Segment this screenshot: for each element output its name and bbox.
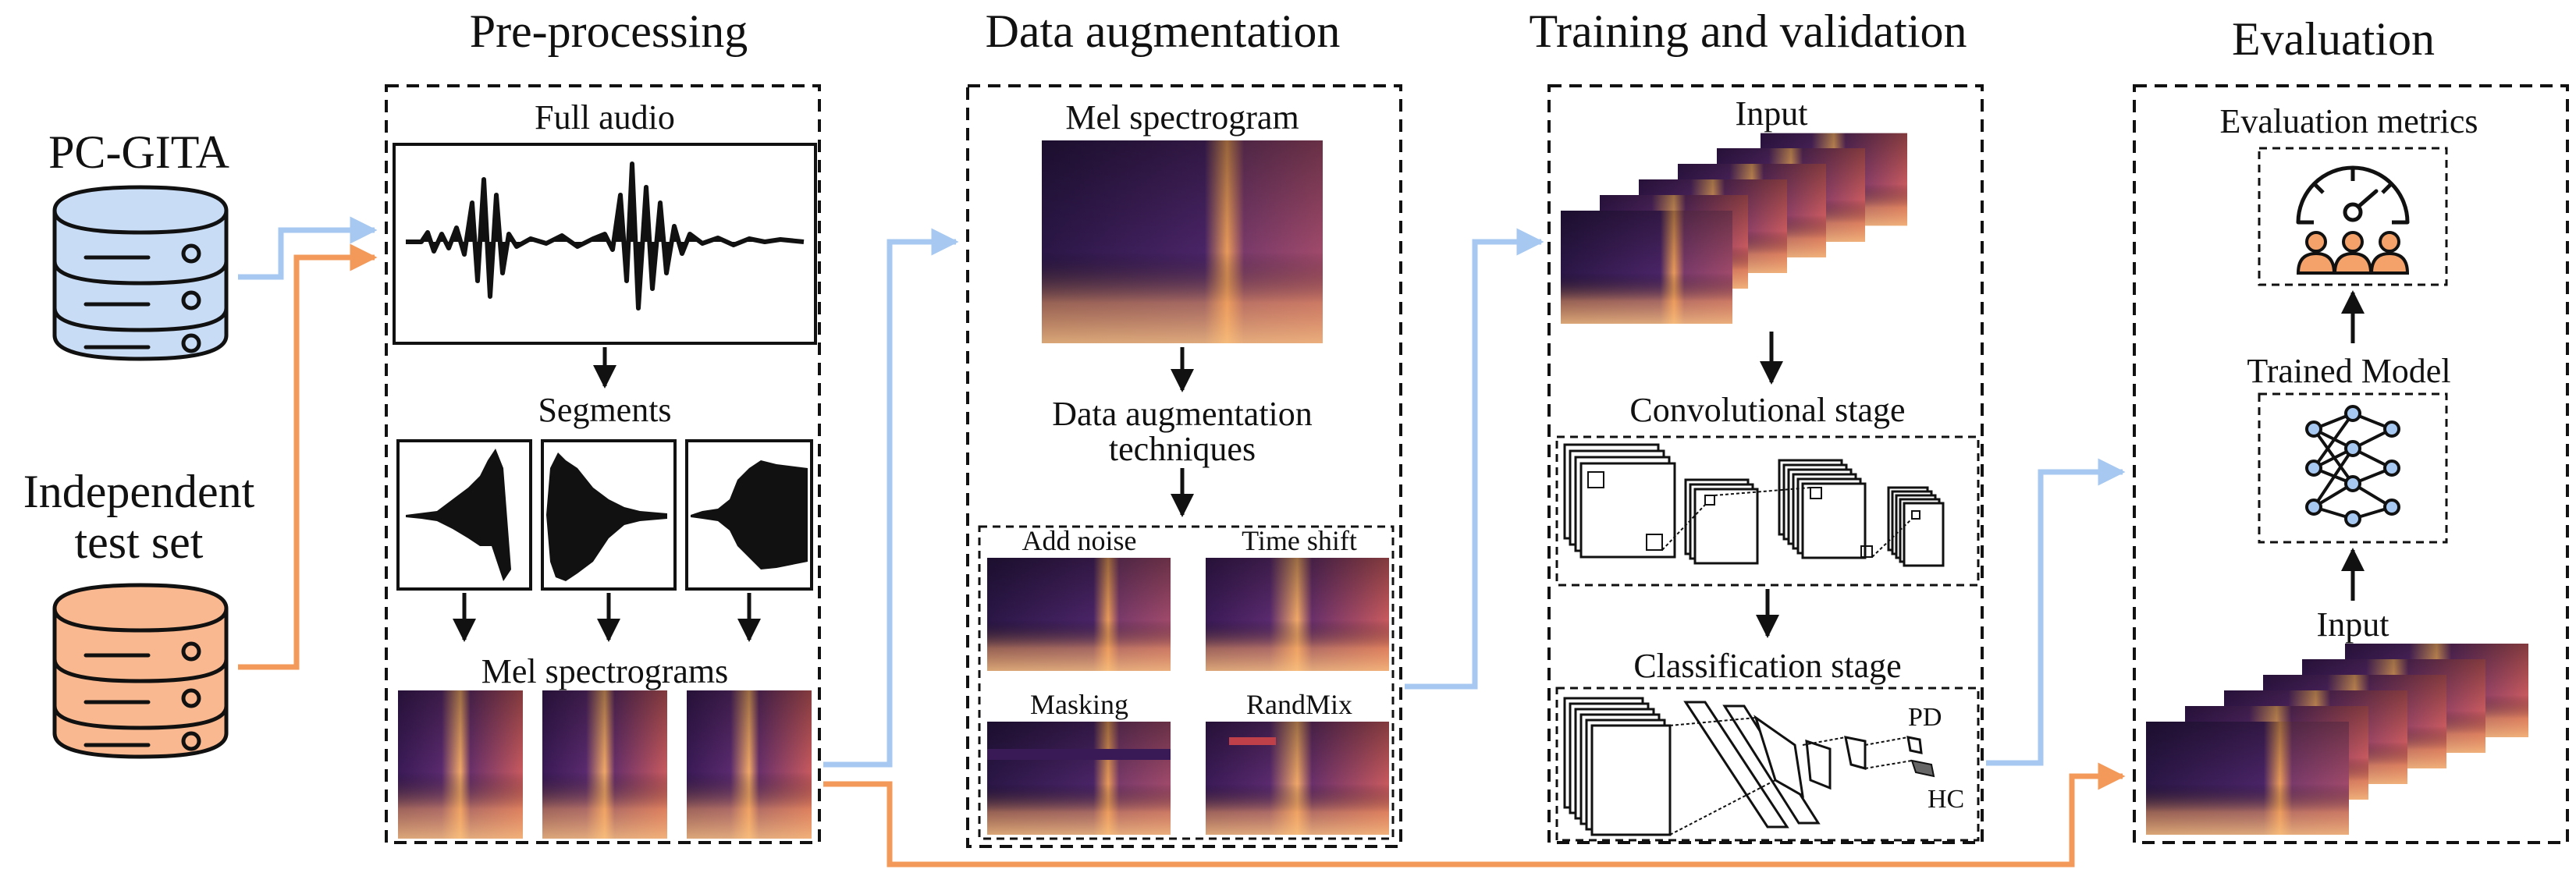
masking-band [987, 749, 1171, 760]
independent-arrow [238, 243, 378, 670]
header-preprocessing: Pre-processing [470, 5, 748, 57]
hc-output-node [1910, 759, 1935, 778]
full-audio-waveform [393, 143, 817, 345]
trained-model-label: Trained Model [2247, 352, 2450, 390]
arrow-to-training [1405, 228, 1544, 690]
independent-label-line1: Independent [23, 466, 255, 517]
augmentation-panel [966, 84, 1402, 848]
conv-stage-label: Convolutional stage [1629, 391, 1905, 429]
mel-spec-1 [398, 690, 523, 839]
evaluation-input-stack [2146, 644, 2528, 835]
augmentation-options-panel [978, 525, 1395, 840]
hc-label: HC [1928, 785, 1964, 814]
full-audio-label: Full audio [535, 98, 675, 137]
training-input-stack [1561, 132, 1909, 324]
training-input-label: Input [1736, 94, 1808, 133]
training-panel [1547, 84, 1984, 844]
segments-label: Segments [538, 391, 671, 429]
pc-gita-label: PC-GITA [48, 126, 229, 178]
mel-spectrograms-label: Mel spectrograms [481, 652, 728, 690]
independent-database-icon [52, 583, 229, 759]
augmentation-mel-spec [1042, 140, 1323, 343]
randmix-patch [1229, 737, 1276, 745]
masking-label: Masking [1030, 689, 1128, 720]
evaluation-metrics-icon [2258, 147, 2448, 286]
arrow-to-evaluation [1986, 458, 2126, 766]
time-shift-label: Time shift [1242, 525, 1357, 556]
arrow-to-augmentation [823, 228, 959, 768]
arrow-to-evaluation-independent [823, 762, 2126, 868]
mel-spec-2 [542, 690, 667, 839]
pd-label: PD [1908, 703, 1942, 732]
segment-3 [685, 439, 813, 591]
pc-gita-database-icon [52, 185, 229, 361]
techniques-label-line2: techniques [1109, 430, 1256, 468]
pc-gita-arrow [238, 216, 378, 280]
conv-stage-diagram [1555, 435, 1980, 587]
add-noise-label: Add noise [1022, 525, 1137, 556]
class-stage-diagram [1555, 687, 1980, 842]
masking-spec [987, 722, 1171, 835]
header-augmentation: Data augmentation [986, 5, 1341, 57]
evaluation-panel [2133, 84, 2569, 844]
randmix-label: RandMix [1246, 689, 1352, 720]
header-evaluation: Evaluation [2232, 13, 2435, 65]
techniques-label-line1: Data augmentation [1052, 395, 1313, 433]
segment-2 [541, 439, 677, 591]
evaluation-metrics-label: Evaluation metrics [2219, 102, 2478, 140]
add-noise-spec [987, 558, 1171, 671]
segment-1 [396, 439, 532, 591]
class-stage-label: Classification stage [1633, 647, 1901, 685]
mel-spectrogram-label: Mel spectrogram [1065, 98, 1299, 137]
time-shift-spec [1206, 558, 1389, 671]
trained-model-icon [2258, 392, 2448, 544]
header-training: Training and validation [1529, 5, 1967, 57]
evaluation-input-label: Input [2317, 605, 2389, 644]
preprocessing-panel [385, 84, 821, 844]
mel-spec-3 [687, 690, 812, 839]
independent-label-line2: test set [75, 516, 204, 568]
